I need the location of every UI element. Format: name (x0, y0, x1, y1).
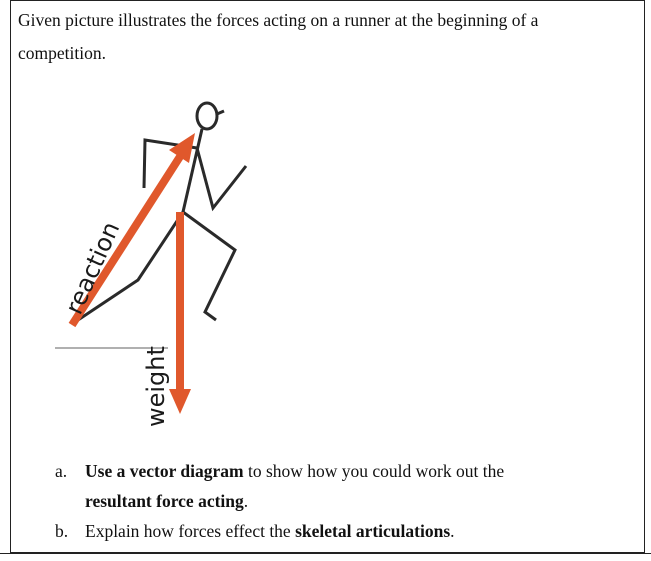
question-a-bold-2: resultant force acting (85, 491, 244, 511)
runner-back-leg (77, 211, 185, 322)
reaction-label: reaction (60, 218, 125, 319)
question-a: a. Use a vector diagram to show how you … (55, 456, 625, 516)
runner-head (195, 101, 219, 131)
runner-front-arm (195, 147, 248, 212)
runner-nose (216, 109, 225, 116)
question-a-marker: a. (55, 461, 68, 481)
question-a-bold-1: Use a vector diagram (85, 461, 244, 481)
question-b-marker: b. (55, 521, 69, 541)
runner-figure (77, 101, 248, 322)
frame-top-border (10, 0, 645, 1)
question-b-bold-1: skeletal articulations (295, 521, 451, 541)
question-a-text-1: to show how you could work out the (243, 461, 505, 481)
question-b: b. Explain how forces effect the skeleta… (55, 516, 625, 546)
question-b-text-2: . (450, 521, 455, 541)
intro-text: Given picture illustrates the forces act… (18, 4, 638, 70)
weight-arrow (169, 212, 191, 414)
reaction-arrow (68, 133, 195, 328)
question-frame (10, 0, 645, 553)
runner-front-leg (182, 210, 237, 322)
weight-label: weight (142, 346, 170, 427)
runner-force-diagram: reaction weight (55, 101, 248, 427)
intro-line-2: competition. (18, 43, 106, 63)
frame-bottom-border (0, 553, 651, 554)
question-list: a. Use a vector diagram to show how you … (55, 456, 625, 546)
runner-torso (181, 128, 204, 213)
intro-line-1: Given picture illustrates the forces act… (18, 10, 539, 30)
question-b-text-1: Explain how forces effect the (85, 521, 296, 541)
question-a-text-2: . (243, 491, 249, 511)
